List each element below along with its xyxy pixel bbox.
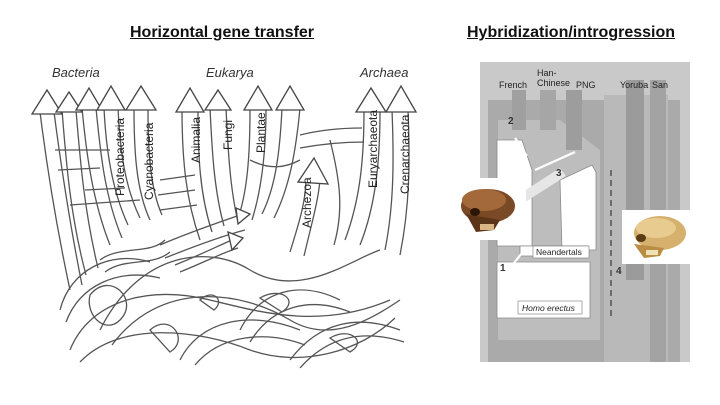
event-4: 4 [616,266,622,277]
neanderthal-skull-image [452,178,526,240]
event-1: 1 [500,263,506,274]
hybridization-title: Hybridization/introgression [467,24,676,41]
label-neandertals: Neandertals [536,247,582,257]
event-2: 2 [508,116,514,127]
clade-eukarya: Eukarya [206,65,254,80]
modern-human-skull-image [622,210,694,264]
pop-png: PNG [576,80,596,90]
label-animalia: Animalia [189,117,203,163]
event-3: 3 [556,168,562,179]
pop-french: French [499,80,527,90]
hgt-tree [30,84,418,369]
label-archezoa: Archezoa [300,177,314,228]
clade-bacteria: Bacteria [52,65,100,80]
label-crenarchaeota: Crenarchaeota [398,114,412,194]
label-fungi: Fungi [221,120,235,150]
label-cyanobacteria: Cyanobacteria [142,122,156,200]
clade-archaea: Archaea [359,65,408,80]
pop-yoruba: Yoruba [620,80,648,90]
label-plantae: Plantae [254,112,268,153]
pop-san: San [652,80,668,90]
hgt-title: Horizontal gene transfer [130,24,315,41]
label-homo-erectus: Homo erectus [522,303,576,313]
label-euryarchaeota: Euryarchaeota [366,110,380,188]
label-proteobacteria: Proteobacteria [113,118,127,196]
pop-han-chinese: Han-Chinese [537,68,570,88]
